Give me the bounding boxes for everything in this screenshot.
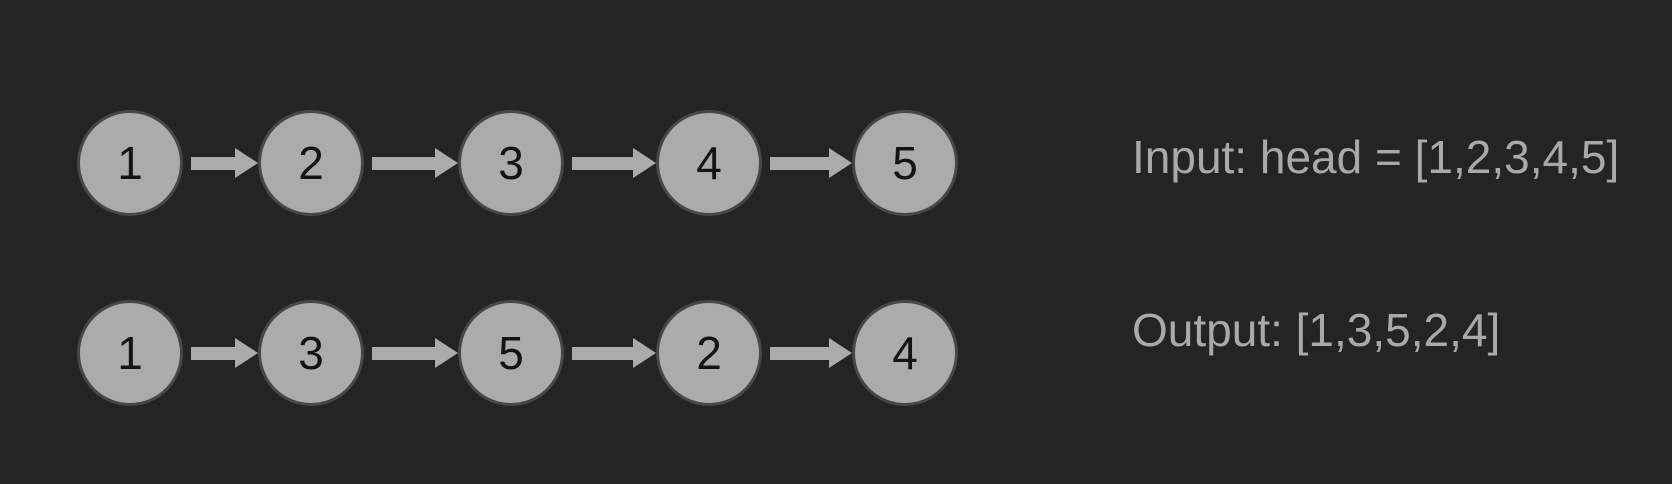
arrow-icon [564, 300, 656, 406]
arrow-shaft [372, 346, 435, 360]
arrow-shaft [770, 346, 829, 360]
input-label: Input: head = [1,2,3,4,5] [1132, 131, 1620, 183]
arrow-shaft [372, 156, 435, 170]
input-linked-list: 1 2 3 4 5 [77, 110, 958, 216]
list-node: 1 [77, 300, 183, 406]
arrow-icon [564, 110, 656, 216]
list-node: 4 [656, 110, 762, 216]
arrow-icon [364, 110, 458, 216]
node-value: 3 [298, 327, 324, 379]
arrow-head [633, 148, 656, 178]
arrow-head [435, 338, 458, 368]
arrow-head [235, 338, 258, 368]
arrow-icon [762, 300, 852, 406]
arrow-icon [364, 300, 458, 406]
node-value: 5 [892, 137, 918, 189]
arrow-shaft [572, 156, 633, 170]
arrow-icon [183, 300, 258, 406]
list-node: 2 [258, 110, 364, 216]
list-node: 1 [77, 110, 183, 216]
list-node: 3 [458, 110, 564, 216]
node-value: 1 [117, 327, 143, 379]
output-linked-list: 1 3 5 2 4 [77, 300, 958, 406]
node-value: 5 [498, 327, 524, 379]
arrow-head [235, 148, 258, 178]
node-value: 1 [117, 137, 143, 189]
list-node: 3 [258, 300, 364, 406]
arrow-icon [183, 110, 258, 216]
arrow-shaft [572, 346, 633, 360]
list-node: 5 [458, 300, 564, 406]
arrow-icon [762, 110, 852, 216]
arrow-head [633, 338, 656, 368]
node-value: 4 [696, 137, 722, 189]
node-value: 4 [892, 327, 918, 379]
list-node: 4 [852, 300, 958, 406]
output-label: Output: [1,3,5,2,4] [1132, 304, 1501, 356]
list-node: 2 [656, 300, 762, 406]
arrow-shaft [191, 156, 235, 170]
arrow-head [829, 148, 852, 178]
arrow-shaft [770, 156, 829, 170]
arrow-shaft [191, 346, 235, 360]
node-value: 2 [696, 327, 722, 379]
arrow-head [829, 338, 852, 368]
list-node: 5 [852, 110, 958, 216]
arrow-head [435, 148, 458, 178]
node-value: 3 [498, 137, 524, 189]
node-value: 2 [298, 137, 324, 189]
